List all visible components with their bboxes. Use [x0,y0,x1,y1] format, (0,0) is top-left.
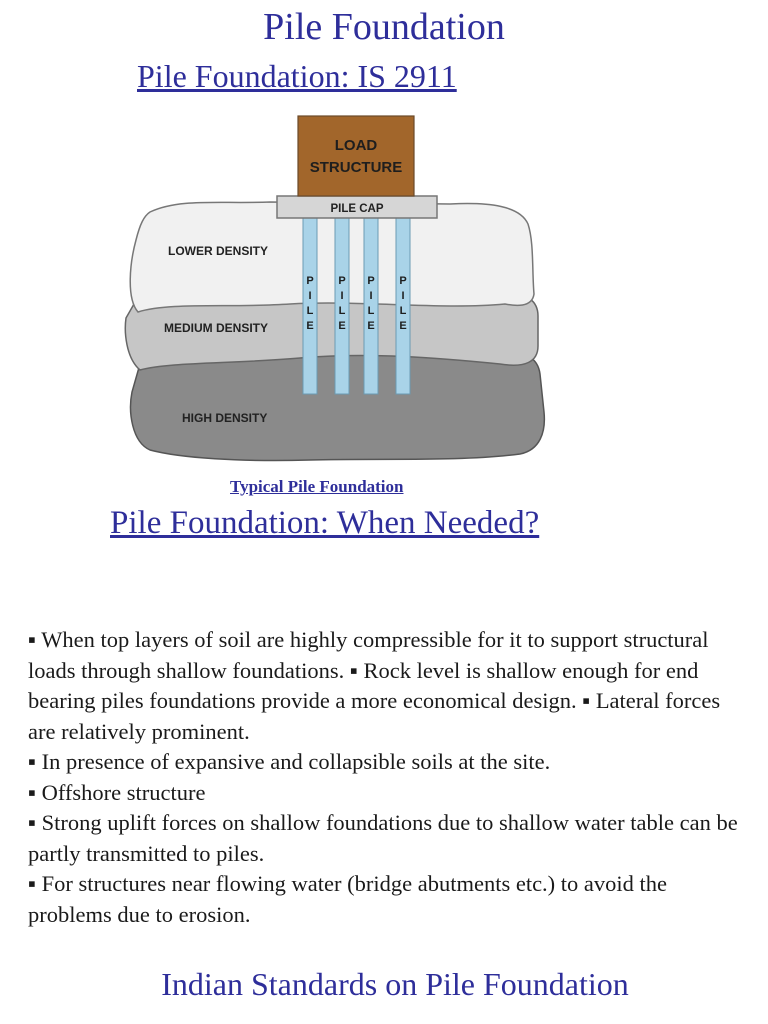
pile-4-letter: I [401,290,404,302]
structure-label: STRUCTURE [310,159,403,176]
when-needed-heading: Pile Foundation: When Needed? [110,505,540,541]
pile-2-letter: I [340,290,343,302]
load-label: LOAD [335,137,378,154]
criteria-paragraph: ▪ Strong uplift forces on shallow founda… [28,810,738,866]
pile-cap-label: PILE CAP [330,203,383,215]
subtitle-is2911: Pile Foundation: IS 2911 [137,58,457,94]
criteria-paragraph: ▪ When top layers of soil are highly com… [28,627,721,744]
criteria-paragraph: ▪ In presence of expansive and collapsib… [28,749,551,774]
criteria-paragraph: ▪ Offshore structure [28,779,206,805]
pile-1-letter: P [306,275,313,287]
indian-standards-heading: Indian Standards on Pile Foundation [161,966,629,1002]
pile-2-letter: P [338,275,345,287]
pile-3-letter: L [368,305,375,317]
pile-4-letter: P [399,275,406,287]
pile-4-letter: E [399,320,406,332]
pile-1-letter: E [306,320,313,332]
medium-density-label: MEDIUM DENSITY [164,321,268,335]
pile-1-letter: L [307,305,314,317]
pile-3-letter: E [367,320,374,332]
pile-2-letter: L [339,305,346,317]
pile-3-letter: I [369,290,372,302]
lower-density-label: LOWER DENSITY [168,244,268,258]
page-title: Pile Foundation [263,6,505,48]
pile-foundation-figure: PILE CAP LOAD STRUCTURE LOWER DENSITY ME… [124,115,546,462]
lower-density-layer [129,201,535,313]
criteria-list: ▪ When top layers of soil are highly com… [28,625,743,930]
load-structure-box [297,115,415,197]
pile-2-letter: E [338,320,345,332]
figure-caption: Typical Pile Foundation [230,477,404,496]
pile-3-letter: P [367,275,374,287]
pile-1-letter: I [308,290,311,302]
pile-4-letter: L [400,305,407,317]
criteria-paragraph: ▪ For structures near flowing water (bri… [28,871,668,927]
high-density-label: HIGH DENSITY [182,411,267,425]
